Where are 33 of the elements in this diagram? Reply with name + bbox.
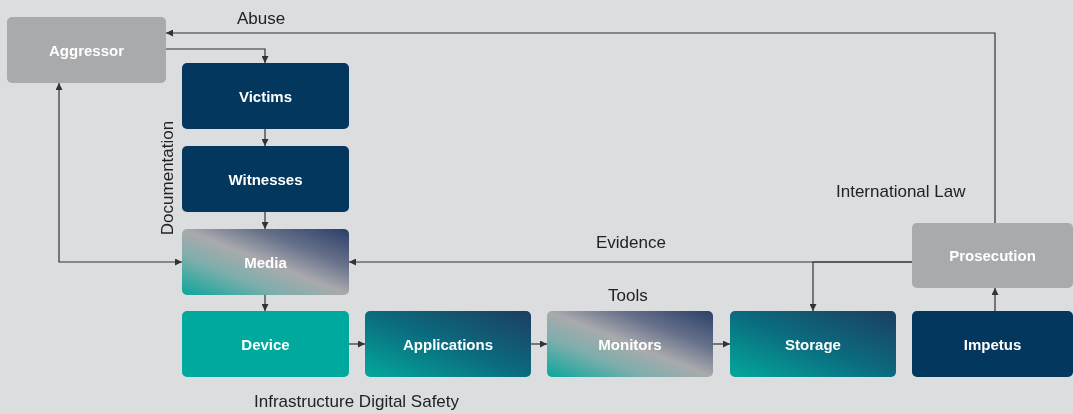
- box-label: Device: [241, 335, 290, 353]
- arrow: [261, 294, 269, 312]
- annotation-label: Documentation: [158, 119, 178, 238]
- arrow: [809, 261, 913, 312]
- process-box: [547, 311, 713, 377]
- arrow: [165, 48, 269, 64]
- arrow: [165, 29, 996, 224]
- process-box: [182, 146, 349, 212]
- process-box: [912, 223, 1073, 288]
- annotation-label: Infrastructure Digital Safety: [252, 392, 462, 412]
- arrow: [348, 340, 366, 348]
- arrow: [991, 287, 999, 312]
- box-label: Impetus: [963, 335, 1022, 353]
- process-box: [365, 311, 531, 377]
- box-label: Prosecution: [949, 247, 1036, 264]
- process-box: [730, 311, 896, 377]
- box-label: Witnesses: [228, 170, 303, 188]
- box-label: Victims: [238, 87, 293, 105]
- box-label: Applications: [403, 335, 493, 353]
- arrow: [530, 340, 548, 348]
- arrow: [261, 128, 269, 147]
- process-box: [912, 311, 1073, 377]
- box-label: Storage: [785, 335, 841, 353]
- box-label: Aggressor: [49, 41, 124, 59]
- arrow: [261, 211, 269, 230]
- arrow: [55, 82, 183, 266]
- process-box: [182, 311, 349, 377]
- box-label: Media: [244, 253, 287, 271]
- process-box: [7, 17, 166, 83]
- process-box: [182, 63, 349, 129]
- arrow: [712, 340, 731, 348]
- process-box: [182, 229, 349, 295]
- box-label: Monitors: [598, 335, 662, 353]
